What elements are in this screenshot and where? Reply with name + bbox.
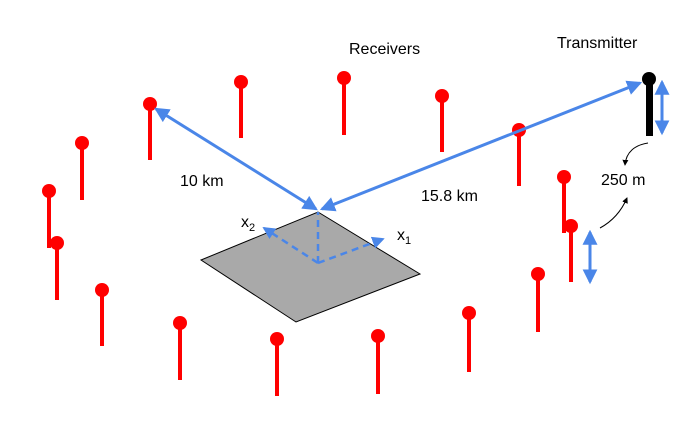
axis-x1-subscript: 1	[405, 235, 411, 247]
receiver-pin	[42, 184, 56, 248]
receiver-head	[234, 75, 248, 89]
receiver-pin	[143, 97, 157, 160]
axis-x2-label: x2	[241, 214, 255, 234]
arrow-to-transmitter	[319, 80, 643, 212]
receiver-pin	[435, 89, 449, 152]
receiver-head	[75, 136, 89, 150]
axis-x2	[262, 226, 319, 265]
receiver-pin	[337, 71, 351, 135]
axis-x1-label: x1	[397, 227, 411, 247]
axis-x2-letter: x	[241, 214, 249, 231]
receiver-head	[270, 332, 284, 346]
receiver-pin	[462, 306, 476, 372]
receiver-head	[143, 97, 157, 111]
distance-receiver-label: 10 km	[180, 173, 224, 190]
receiver-head	[337, 71, 351, 85]
receiver-head	[435, 89, 449, 103]
receiver-pin	[234, 75, 248, 138]
receiver-pin	[531, 267, 545, 332]
arrow-to-receiver	[154, 107, 318, 211]
receiver-head	[95, 283, 109, 297]
receiver-head	[564, 219, 578, 233]
transmitter-cable	[646, 78, 653, 136]
receiver-pin	[371, 329, 385, 394]
receiver-head	[42, 184, 56, 198]
receiver-head	[173, 316, 187, 330]
distance-transmitter-label: 15.8 km	[421, 188, 478, 205]
ground-plate	[199, 211, 422, 323]
receiver-pin	[50, 236, 64, 300]
receiver-pin	[270, 332, 284, 396]
receiver-pin	[173, 316, 187, 380]
transmitter-label: Transmitter	[557, 35, 638, 52]
receiver-pin	[75, 136, 89, 200]
transmitter	[642, 72, 656, 136]
axis-x1-letter: x	[397, 227, 405, 244]
receivers-label: Receivers	[349, 41, 420, 58]
axis-x2-subscript: 2	[249, 222, 255, 234]
leader-bottom	[599, 197, 628, 229]
receiver-head	[531, 267, 545, 281]
receiver-head	[50, 236, 64, 250]
height-label: 250 m	[601, 172, 645, 189]
receiver-pin	[564, 219, 578, 282]
receiver-pin	[95, 283, 109, 346]
transmitter-head	[642, 72, 656, 86]
local-axes	[262, 212, 385, 265]
receiver-head	[462, 306, 476, 320]
receiver-head	[371, 329, 385, 343]
leader-top	[622, 142, 649, 166]
receiver-head	[557, 170, 571, 184]
